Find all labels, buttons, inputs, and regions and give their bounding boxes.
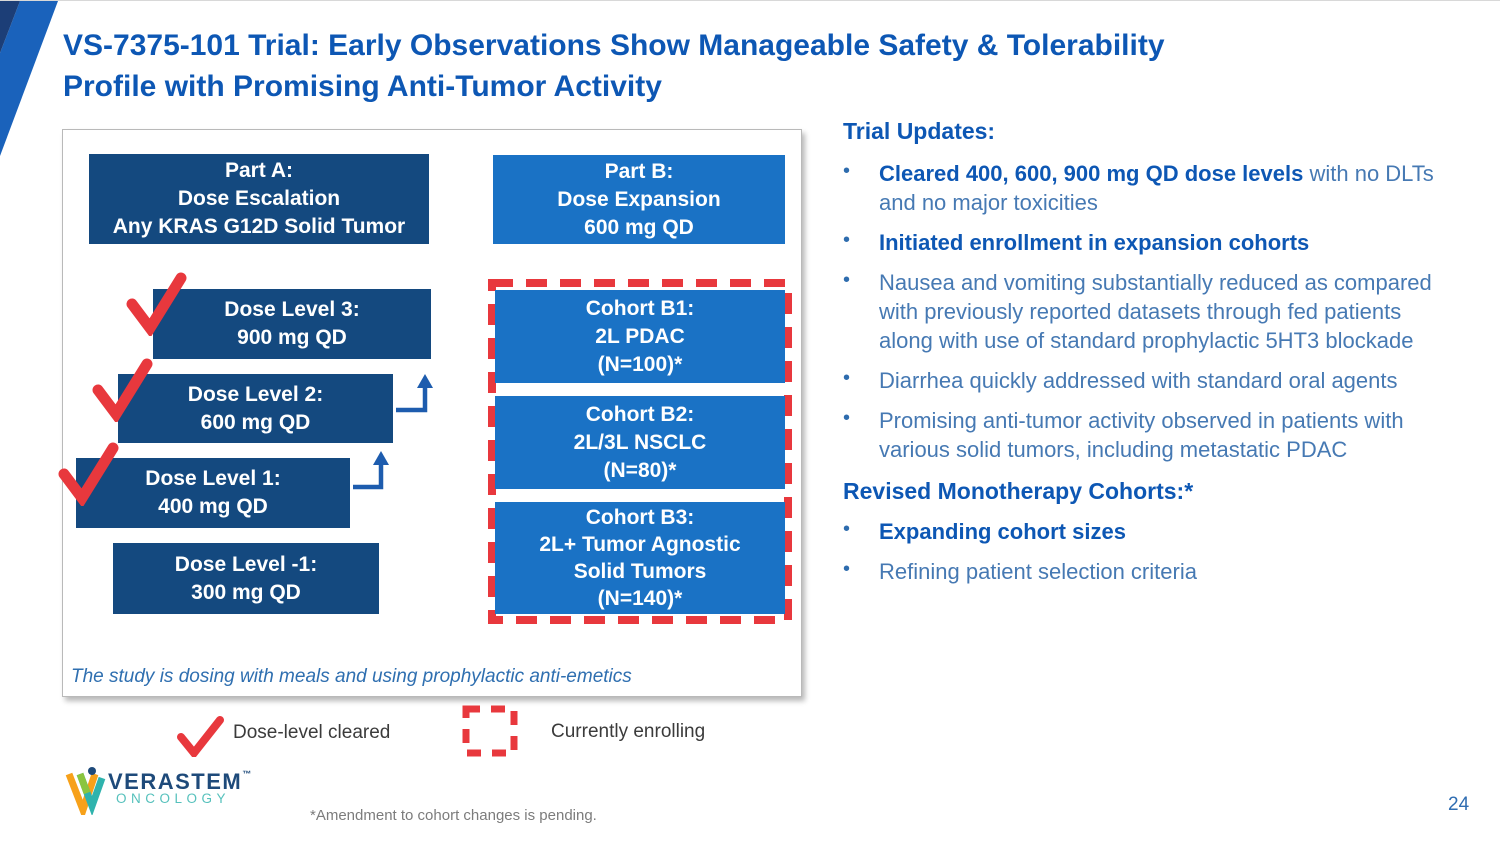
dose-level-line: Dose Level 2: — [187, 382, 324, 406]
part-b-line: 600 mg QD — [584, 215, 694, 239]
escalation-arrow-icon — [353, 451, 389, 490]
trial-design-panel: Part A: Dose Escalation Any KRAS G12D So… — [58, 129, 802, 697]
cohort-b3-box: Cohort B3: 2L+ Tumor Agnostic Solid Tumo… — [495, 502, 785, 614]
bullet-dot: • — [843, 269, 851, 291]
bullet-text: Nausea and vomiting substantially reduce… — [879, 270, 1432, 353]
bullet-text: Cleared 400, 600, 900 mg QD dose levels … — [879, 161, 1434, 215]
bullet-dot: • — [843, 518, 851, 540]
cohort-b1-box: Cohort B1: 2L PDAC (N=100)* — [495, 290, 785, 383]
logo-tm: ™ — [242, 769, 252, 779]
bullet-dot: • — [843, 160, 851, 182]
cohort-line: 2L+ Tumor Agnostic — [539, 533, 741, 556]
cohort-line: (N=100)* — [597, 352, 683, 376]
corner-decoration — [0, 1, 58, 156]
bullet-text: Diarrhea quickly addressed with standard… — [879, 368, 1398, 393]
cohort-line: Cohort B2: — [585, 402, 695, 426]
amendment-footnote: *Amendment to cohort changes is pending. — [310, 807, 597, 824]
page-title: VS-7375-101 Trial: Early Observations Sh… — [63, 25, 1493, 107]
bullet-item: • Diarrhea quickly addressed with standar… — [843, 366, 1443, 395]
checkmark-icon — [92, 358, 153, 422]
legend-dashed-box-icon — [462, 705, 518, 757]
bullet-item: • Promising anti-tumor activity observed … — [843, 406, 1443, 464]
verastem-logo-subtext: ONCOLOGY — [116, 791, 231, 806]
part-b-box: Part B: Dose Expansion 600 mg QD — [493, 155, 785, 244]
legend-cleared-label: Dose-level cleared — [233, 722, 391, 743]
bullet-text: Promising anti-tumor activity observed i… — [879, 408, 1404, 462]
currently-enrolling-outline — [488, 279, 792, 624]
bullet-dot: • — [843, 229, 851, 251]
trial-updates-heading: Trial Updates: — [843, 118, 996, 144]
dose-level-line: Dose Level -1: — [174, 552, 318, 576]
dose-level-2-box: Dose Level 2: 600 mg QD — [118, 374, 393, 443]
bullet-text: Initiated enrollment in expansion cohort… — [879, 230, 1310, 255]
page-number: 24 — [1448, 794, 1470, 815]
bullet-text: Refining patient selection criteria — [879, 559, 1197, 584]
bullet-text: Expanding cohort sizes — [879, 519, 1126, 544]
dose-level-line: 300 mg QD — [191, 580, 301, 604]
bullet-item: • Initiated enrollment in expansion cohor… — [843, 228, 1443, 257]
bullet-item: • Cleared 400, 600, 900 mg QD dose levels… — [843, 159, 1443, 217]
bullet-dot: • — [843, 407, 851, 429]
bullet-item: • Expanding cohort sizes — [843, 517, 1443, 546]
trial-updates-list: • Cleared 400, 600, 900 mg QD dose levels… — [843, 159, 1443, 464]
dose-level-1-box: Dose Level 1: 400 mg QD — [76, 458, 350, 528]
bullet-item: • Nausea and vomiting substantially reduc… — [843, 268, 1443, 355]
dose-level-line: 400 mg QD — [158, 495, 268, 518]
dosing-note: The study is dosing with meals and using… — [71, 666, 632, 687]
part-a-line: Part A: — [224, 159, 294, 182]
cohort-line: Cohort B3: — [585, 506, 695, 529]
cohort-line: (N=140)* — [597, 587, 683, 610]
part-b-line: Part B: — [604, 159, 674, 183]
dose-level-line: Dose Level 1: — [145, 467, 281, 490]
dose-level-line: 900 mg QD — [237, 326, 347, 349]
part-a-box: Part A: Dose Escalation Any KRAS G12D So… — [89, 154, 429, 244]
cohort-line: Cohort B1: — [585, 296, 695, 320]
verastem-logo-text: VERASTEM™ — [108, 769, 251, 795]
dose-level-minus1-box: Dose Level -1: 300 mg QD — [113, 543, 379, 614]
page-title-line1: VS-7375-101 Trial: Early Observations Sh… — [63, 29, 1165, 62]
escalation-arrow-icon — [396, 374, 433, 413]
verastem-logo-icon — [65, 767, 106, 815]
trial-updates-section: Trial Updates: • Cleared 400, 600, 900 mg… — [843, 118, 1443, 597]
revised-cohorts-heading: Revised Monotherapy Cohorts:* — [843, 478, 1194, 504]
part-a-line: Dose Escalation — [177, 187, 341, 210]
logo-name: VERASTEM — [108, 769, 243, 794]
cohort-line: 2L/3L NSCLC — [573, 430, 707, 454]
part-b-line: Dose Expansion — [557, 187, 721, 211]
bullet-dot: • — [843, 367, 851, 389]
bullet-item: • Refining patient selection criteria — [843, 557, 1443, 586]
dose-level-line: 600 mg QD — [200, 410, 311, 434]
bullet-dot: • — [843, 558, 851, 580]
cohort-line: 2L PDAC — [595, 324, 685, 348]
legend-checkmark-icon — [177, 716, 224, 757]
cohort-line: (N=80)* — [603, 458, 677, 482]
cohort-line: Solid Tumors — [573, 560, 707, 583]
dose-level-3-box: Dose Level 3: 900 mg QD — [153, 289, 431, 359]
dose-level-line: Dose Level 3: — [224, 298, 360, 321]
legend-enrolling-label: Currently enrolling — [551, 721, 706, 742]
checkmark-icon — [126, 272, 187, 336]
cohort-b2-box: Cohort B2: 2L/3L NSCLC (N=80)* — [495, 396, 785, 489]
part-a-line: Any KRAS G12D Solid Tumor — [112, 215, 406, 238]
checkmark-icon — [58, 442, 119, 506]
revised-cohorts-list: • Expanding cohort sizes • Refining patient… — [843, 517, 1443, 586]
page-title-line2: Profile with Promising Anti-Tumor Activi… — [63, 70, 662, 103]
